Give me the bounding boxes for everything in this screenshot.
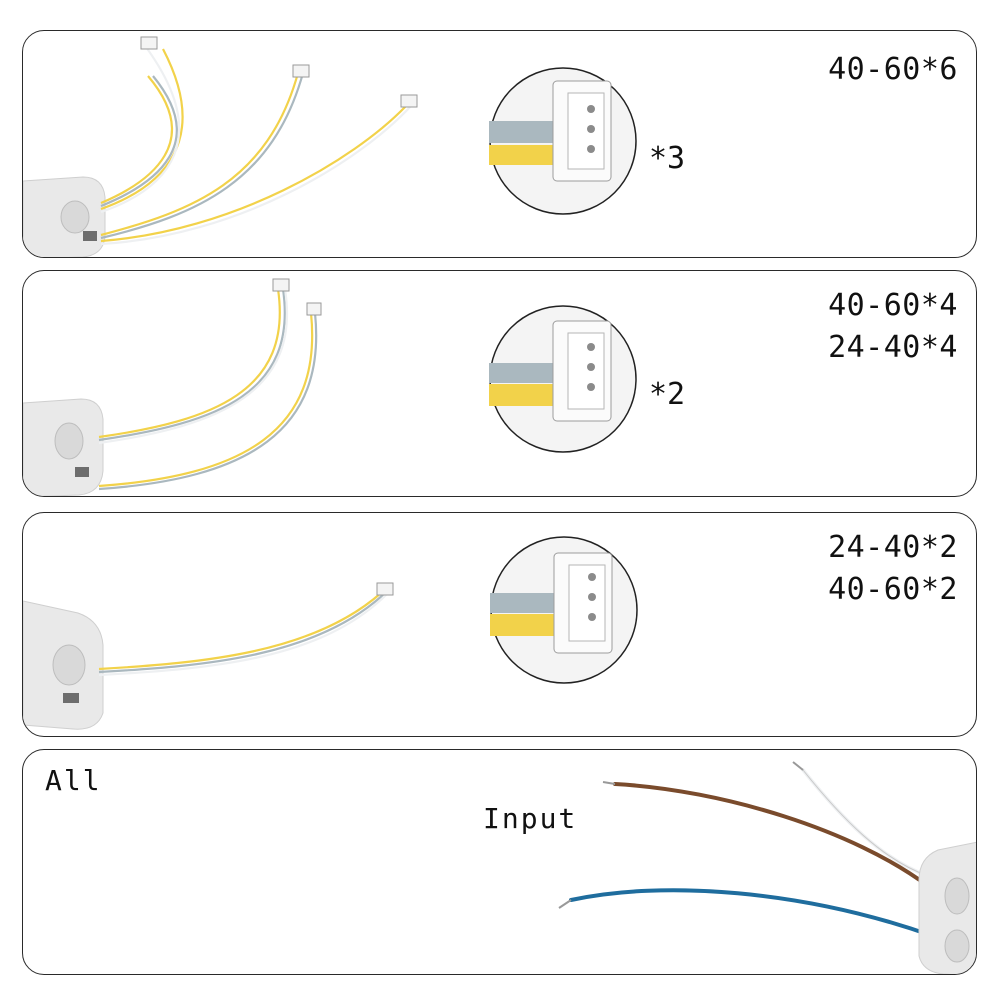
spec-item: 24-40*4 — [828, 330, 958, 365]
spec-item: 40-60*4 — [828, 288, 958, 323]
driver-housing — [23, 600, 104, 730]
spec-item: 40-60*6 — [828, 52, 958, 87]
driver-housing — [23, 176, 106, 257]
panel-40-60x4-24-40x4: 40-60*4 24-40*4 *2 — [22, 270, 977, 497]
multiplier-label: *3 — [649, 141, 686, 176]
driver-housing — [918, 841, 976, 974]
multiplier-label: *2 — [649, 377, 686, 412]
connector-tips — [272, 278, 322, 316]
spec-list: 24-40*2 40-60*2 — [828, 527, 958, 611]
input-wires — [569, 768, 935, 938]
panel-24-40x2-40-60x2: 24-40*2 40-60*2 — [22, 512, 977, 737]
connector-zoom — [490, 536, 638, 684]
spec-item: 40-60*2 — [828, 572, 958, 607]
connector-zoom — [489, 305, 637, 453]
label-input: Input — [483, 802, 578, 835]
spec-item: 24-40*2 — [828, 530, 958, 565]
connector-tips — [376, 582, 394, 596]
wire-bundle — [100, 42, 412, 246]
wire-tips — [558, 761, 804, 909]
connector-tips — [140, 36, 418, 108]
panel-40-60x6: 40-60*6 *3 — [22, 30, 977, 258]
driver-housing — [23, 398, 104, 496]
panel-2-photo — [23, 278, 637, 496]
panel-4-photo — [558, 761, 976, 974]
panel-input-all: All Input — [22, 749, 977, 975]
spec-list: 40-60*4 24-40*4 — [828, 285, 958, 369]
spec-list: 40-60*6 — [828, 49, 958, 91]
connector-zoom — [489, 67, 637, 215]
wire-bundle — [98, 592, 389, 677]
panel-1-photo — [23, 36, 637, 257]
panel-3-photo — [23, 536, 638, 730]
label-all: All — [45, 764, 102, 797]
wire-bundle — [98, 288, 318, 491]
